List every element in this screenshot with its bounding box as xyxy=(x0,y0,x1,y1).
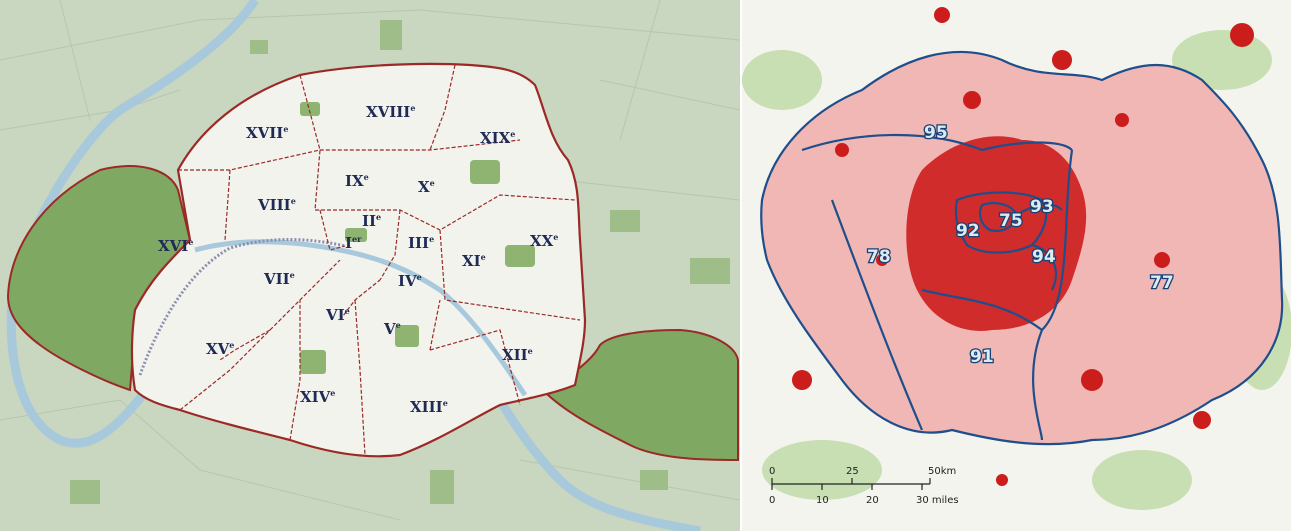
scale-mile-label-20: 20 xyxy=(866,495,879,506)
map-scale-bar: 0 25 50km 0 10 20 30 miles xyxy=(769,466,959,506)
idf-map-canvas: 75 92 93 94 95 78 91 77 0 25 50km 0 10 2… xyxy=(742,0,1291,531)
arr-label-ix: IXe xyxy=(345,172,369,190)
arr-label-xix: XIXe xyxy=(480,129,515,147)
arr-label-xiii: XIIIe xyxy=(410,398,448,416)
arr-label-vi: VIe xyxy=(325,306,350,324)
arr-label-xvii: XVIIe xyxy=(246,124,288,142)
suburb-parks xyxy=(70,20,730,504)
arr-label-xi: XIe xyxy=(462,252,486,270)
scale-mile-label-0: 0 xyxy=(769,495,775,506)
scale-km-label-25: 25 xyxy=(846,466,859,477)
dept-label-77: 77 xyxy=(1150,273,1174,293)
arr-label-xvi: XVIe xyxy=(158,237,193,255)
scale-km-label-0: 0 xyxy=(769,466,775,477)
bois-de-vincennes xyxy=(546,328,739,462)
arr-label-vii: VIIe xyxy=(263,270,295,288)
arr-label-v: Ve xyxy=(383,320,401,338)
arr-label-xv: XVe xyxy=(206,340,234,358)
arr-label-xviii: XVIIIe xyxy=(366,103,415,121)
arr-label-xii: XIIe xyxy=(502,346,533,364)
arr-label-iii: IIIe xyxy=(408,234,434,252)
arr-label-iv: IVe xyxy=(398,272,422,290)
arr-label-xx: XXe xyxy=(530,232,558,250)
panel-divider xyxy=(740,0,742,531)
dept-label-93: 93 xyxy=(1030,197,1054,217)
scale-mile-label-10: 10 xyxy=(816,495,829,506)
paris-map-canvas: Ier IIe IIIe IVe Ve VIe VIIe VIIIe IXe X… xyxy=(0,0,740,531)
dept-label-78: 78 xyxy=(867,247,891,267)
department-labels: 75 92 93 94 95 78 91 77 xyxy=(866,122,1175,369)
scale-mile-label-30: 30 miles xyxy=(916,495,959,506)
arr-label-i: Ier xyxy=(345,234,362,252)
dept-label-75: 75 xyxy=(999,211,1023,231)
urban-core xyxy=(906,136,1087,331)
railway-line xyxy=(138,238,346,376)
scale-km-label-50: 50km xyxy=(928,466,956,477)
dept-label-91: 91 xyxy=(970,347,994,367)
dept-label-94: 94 xyxy=(1032,247,1056,267)
arrondissement-boundaries xyxy=(178,64,581,456)
dept-label-95: 95 xyxy=(924,123,948,143)
arr-label-xiv: XIVe xyxy=(300,388,335,406)
department-boundaries xyxy=(760,50,1284,446)
city-parks xyxy=(300,102,535,374)
dept-label-92: 92 xyxy=(956,221,980,241)
urban-patches xyxy=(792,7,1254,486)
arr-label-ii: IIe xyxy=(362,212,381,230)
paris-arrondissements-map: Ier IIe IIIe IVe Ve VIe VIIe VIIIe IXe X… xyxy=(0,0,740,531)
arrondissement-labels: Ier IIe IIIe IVe Ve VIe VIIe VIIIe IXe X… xyxy=(158,103,558,416)
arr-label-viii: VIIIe xyxy=(257,196,296,214)
ile-de-france-departments-map: 75 92 93 94 95 78 91 77 0 25 50km 0 10 2… xyxy=(742,0,1291,531)
arr-label-x: Xe xyxy=(418,178,435,196)
